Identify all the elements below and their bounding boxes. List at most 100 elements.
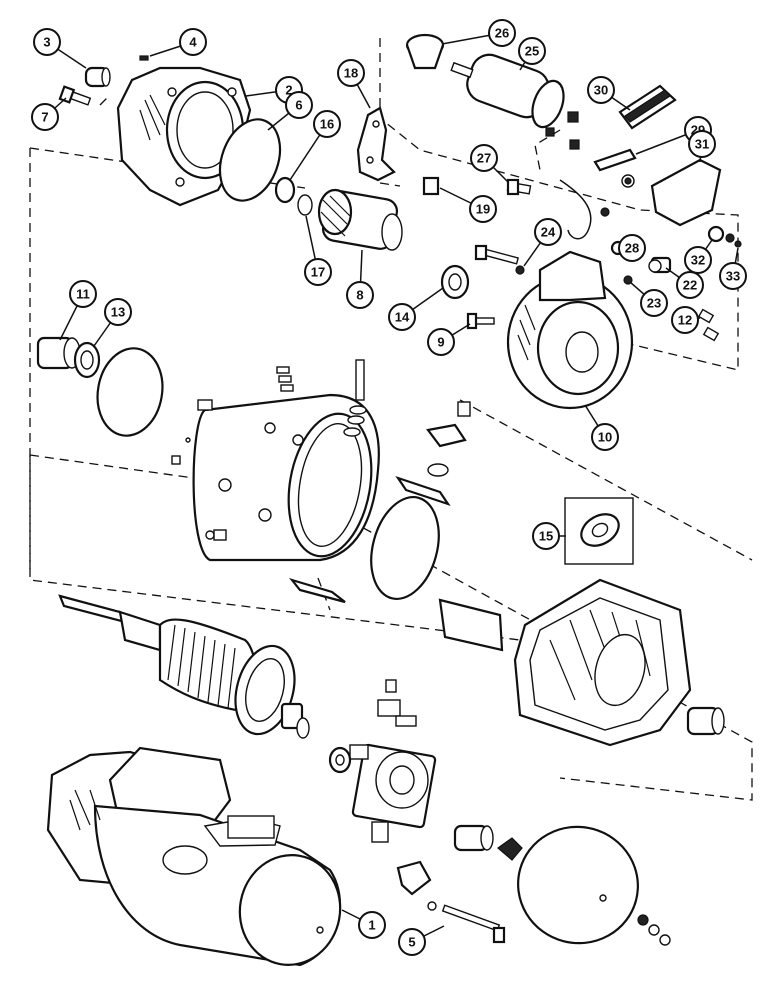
end-bushing xyxy=(36,336,81,370)
callout-label: 8 xyxy=(356,288,363,303)
snap-ring xyxy=(274,176,296,204)
callout-label: 14 xyxy=(395,310,410,325)
callout-label: 11 xyxy=(76,287,90,302)
field-coils xyxy=(513,578,692,747)
end-nuts xyxy=(637,914,671,946)
callout-circle-17 xyxy=(304,258,332,286)
washer-inset xyxy=(564,497,634,565)
callout-1: 1 xyxy=(341,909,386,939)
callout-circle-16 xyxy=(313,110,341,138)
end-housing xyxy=(506,250,634,410)
commutator-bushing xyxy=(686,706,725,736)
callout-17: 17 xyxy=(304,215,332,286)
solenoid-boot xyxy=(405,33,445,70)
insulator-plate xyxy=(438,598,504,652)
callout-label: 25 xyxy=(525,44,539,59)
callout-circle-13 xyxy=(104,298,132,326)
long-bolt xyxy=(441,904,506,944)
callout-33: 33 xyxy=(719,247,747,290)
callout-label: 22 xyxy=(683,278,697,293)
callout-circle-25 xyxy=(518,37,546,65)
callout-label: 31 xyxy=(695,137,709,152)
callout-15: 15 xyxy=(532,522,566,550)
callout-label: 13 xyxy=(111,305,125,320)
callout-13: 13 xyxy=(93,298,132,347)
callout-circle-28 xyxy=(618,234,646,262)
callout-label: 1 xyxy=(368,918,375,933)
callout-31: 31 xyxy=(688,130,716,163)
callout-circle-26 xyxy=(488,19,516,47)
drive-bushing xyxy=(84,66,111,88)
callout-label: 7 xyxy=(41,110,48,125)
callout-16: 16 xyxy=(289,110,341,181)
callout-14: 14 xyxy=(388,287,444,331)
mounting-bolt xyxy=(466,312,495,330)
callout-circle-3 xyxy=(33,28,61,56)
callout-9: 9 xyxy=(427,323,471,356)
solenoid xyxy=(450,53,580,150)
lever-block xyxy=(422,176,440,196)
callout-label: 17 xyxy=(311,265,325,280)
callout-label: 26 xyxy=(495,26,509,41)
callout-8: 8 xyxy=(346,249,374,309)
callout-circle-11 xyxy=(69,280,97,308)
callout-label: 3 xyxy=(43,35,50,50)
callout-circle-30 xyxy=(587,76,615,104)
callout-circle-15 xyxy=(532,522,560,550)
retainer xyxy=(297,194,313,216)
callout-label: 15 xyxy=(539,529,553,544)
callout-circle-5 xyxy=(398,928,426,956)
callout-circle-14 xyxy=(388,303,416,331)
callout-label: 32 xyxy=(691,253,705,268)
callout-4: 4 xyxy=(149,28,207,57)
callout-12: 12 xyxy=(671,306,701,334)
callout-circle-19 xyxy=(469,195,497,223)
callout-label: 28 xyxy=(625,241,639,256)
drive-pinion xyxy=(317,188,403,251)
callout-30: 30 xyxy=(587,76,631,111)
callout-label: 16 xyxy=(320,117,334,132)
callout-label: 19 xyxy=(476,202,490,217)
housing-bolt xyxy=(58,85,92,106)
callout-circle-23 xyxy=(640,289,668,317)
callout-label: 24 xyxy=(541,225,556,240)
callout-label: 9 xyxy=(437,335,444,350)
callout-22: 22 xyxy=(665,267,704,299)
callout-27: 27 xyxy=(470,144,509,183)
callout-28: 28 xyxy=(618,234,646,262)
callout-label: 27 xyxy=(477,151,491,166)
callout-23: 23 xyxy=(629,281,668,317)
callout-3: 3 xyxy=(33,28,87,69)
terminal-stud xyxy=(648,256,672,274)
callout-24: 24 xyxy=(523,218,562,267)
callout-32: 32 xyxy=(684,239,713,274)
callout-circle-31 xyxy=(688,130,716,158)
callout-label: 30 xyxy=(594,83,608,98)
callout-5: 5 xyxy=(398,925,445,956)
callout-6: 6 xyxy=(267,91,313,131)
bracket xyxy=(396,860,432,896)
callout-label: 18 xyxy=(344,66,358,81)
brush-end-bushing xyxy=(453,824,494,852)
callout-7: 7 xyxy=(31,97,67,131)
callout-19: 19 xyxy=(439,187,497,223)
callout-circle-1 xyxy=(358,911,386,939)
lead-wire xyxy=(506,178,592,240)
callout-circle-4 xyxy=(179,28,207,56)
callout-11: 11 xyxy=(59,280,97,341)
pin xyxy=(139,55,149,61)
callout-circle-33 xyxy=(719,262,747,290)
callout-circle-8 xyxy=(346,281,374,309)
callout-circle-18 xyxy=(337,59,365,87)
callout-26: 26 xyxy=(441,19,516,47)
callout-circle-12 xyxy=(671,306,699,334)
brush-spring xyxy=(697,308,715,324)
callout-label: 4 xyxy=(189,35,197,50)
callout-circle-10 xyxy=(591,423,619,451)
terminal-link xyxy=(593,148,637,172)
callout-circle-22 xyxy=(676,271,704,299)
callout-circle-27 xyxy=(470,144,498,172)
callout-label: 33 xyxy=(726,269,740,284)
